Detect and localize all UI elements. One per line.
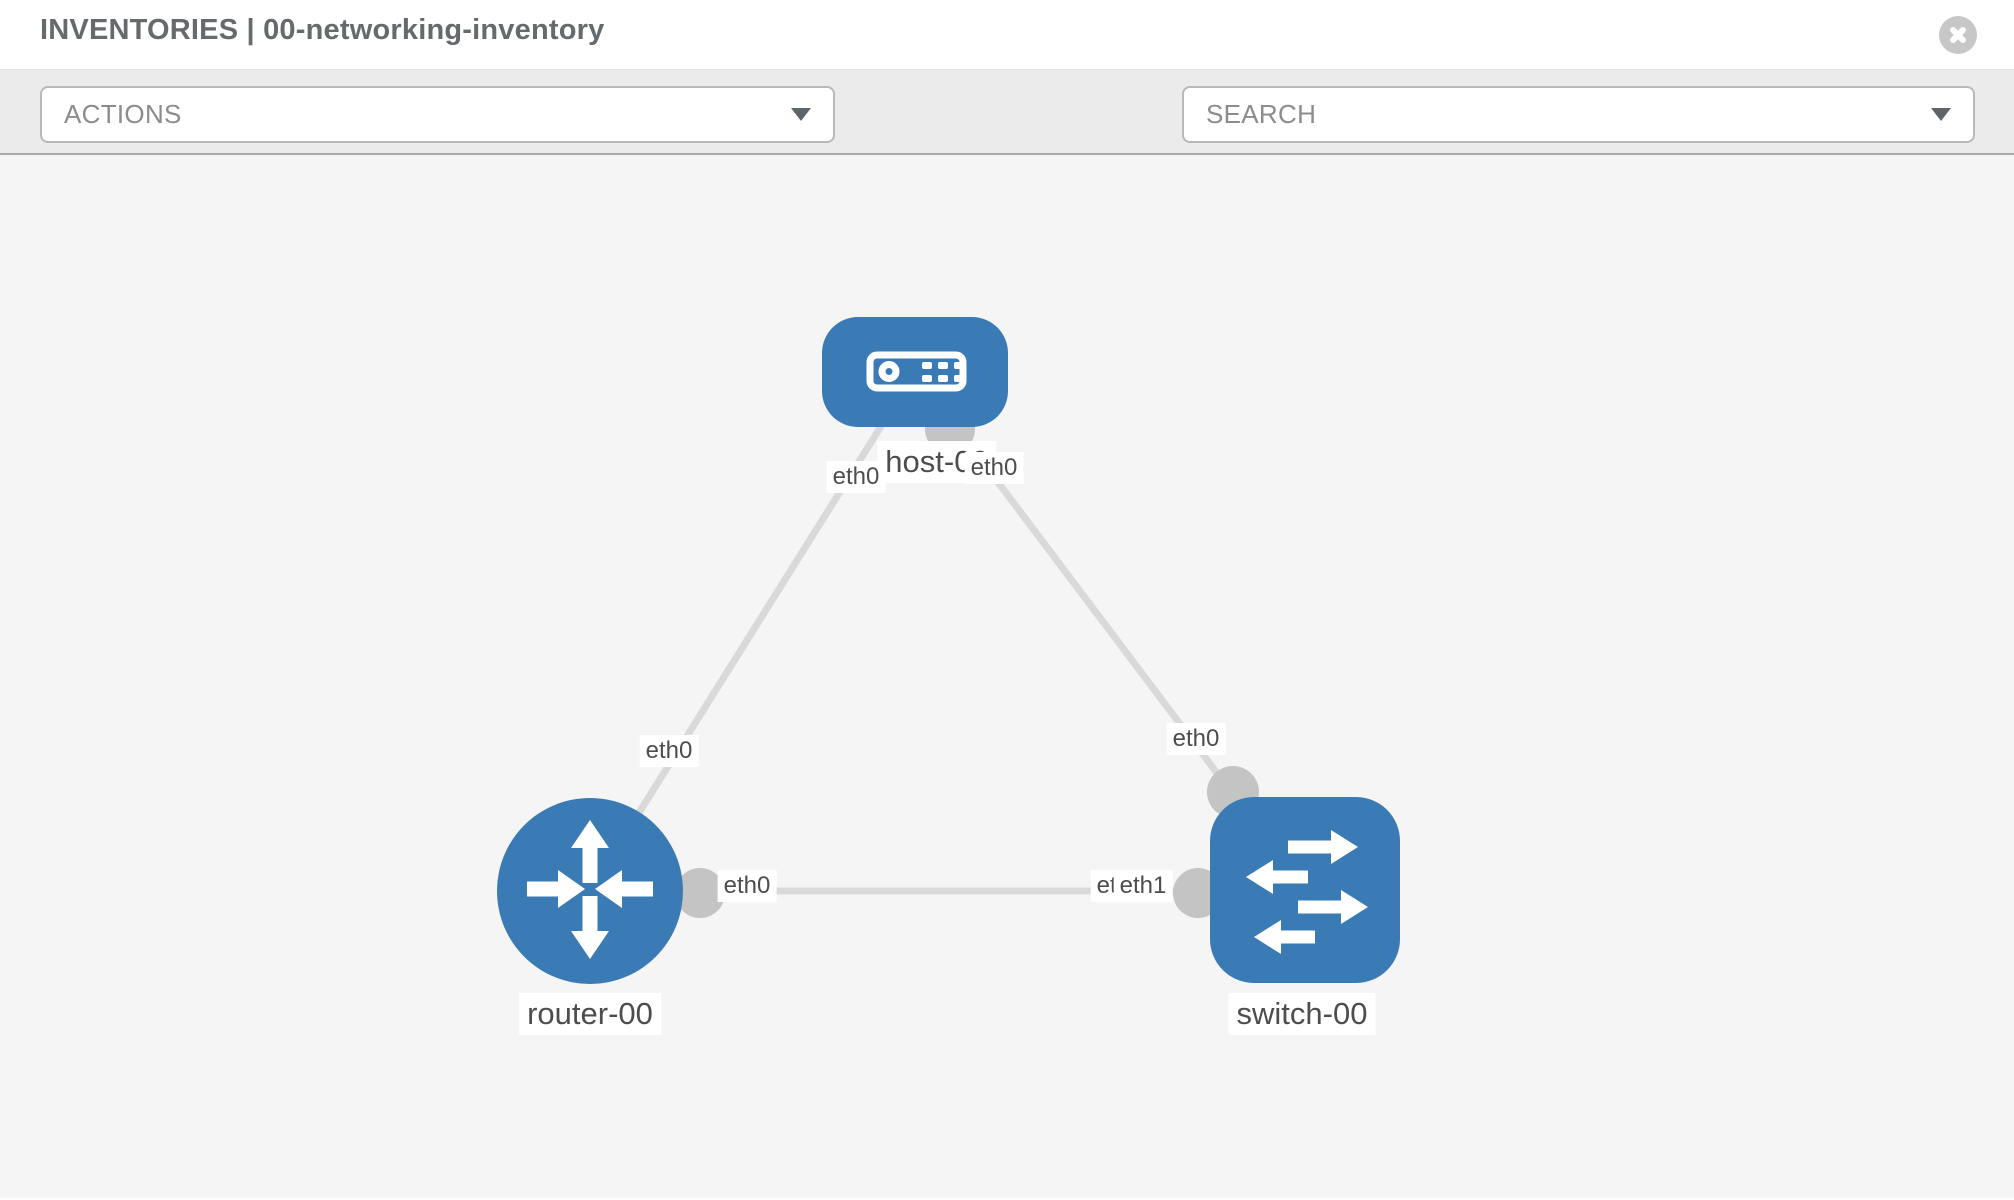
chevron-down-icon xyxy=(1931,108,1951,121)
page-title: INVENTORIES | 00-networking-inventory xyxy=(40,14,605,46)
switch-icon xyxy=(1246,830,1368,954)
search-dropdown-label: SEARCH xyxy=(1206,99,1317,129)
node-label-switch-00[interactable]: switch-00 xyxy=(1228,993,1376,1035)
interface-label-eth0: eth0 xyxy=(639,735,699,767)
interface-label-eth0: eth0 xyxy=(1166,723,1226,755)
toolbar: ACTIONS SEARCH xyxy=(0,70,2014,204)
interface-label-eth0: eth0 xyxy=(717,870,777,902)
interface-connector-router[interactable] xyxy=(675,868,725,918)
search-dropdown[interactable]: SEARCH xyxy=(1182,86,1975,143)
topology-canvas[interactable]: host-00 router-00 switch-00 eth0 eth0 et… xyxy=(0,155,2014,1198)
interface-label-eth0: eth0 xyxy=(964,452,1024,484)
topology-links-layer xyxy=(587,369,1308,918)
link-host-router[interactable] xyxy=(587,370,918,893)
node-router-00[interactable] xyxy=(497,798,683,984)
close-icon[interactable] xyxy=(1939,16,1977,54)
node-switch-00[interactable] xyxy=(1210,797,1400,983)
router-icon xyxy=(527,820,653,959)
node-host-00[interactable] xyxy=(822,317,1008,427)
interface-label-eth0: eth0 xyxy=(826,461,886,493)
chevron-down-icon xyxy=(791,108,811,121)
node-label-router-00[interactable]: router-00 xyxy=(519,993,661,1035)
actions-dropdown[interactable]: ACTIONS xyxy=(40,86,835,143)
interface-label-eth1: eth1 xyxy=(1113,870,1173,902)
actions-dropdown-label: ACTIONS xyxy=(64,99,182,129)
header-bar: INVENTORIES | 00-networking-inventory xyxy=(0,0,2014,70)
host-server-icon xyxy=(866,351,967,392)
